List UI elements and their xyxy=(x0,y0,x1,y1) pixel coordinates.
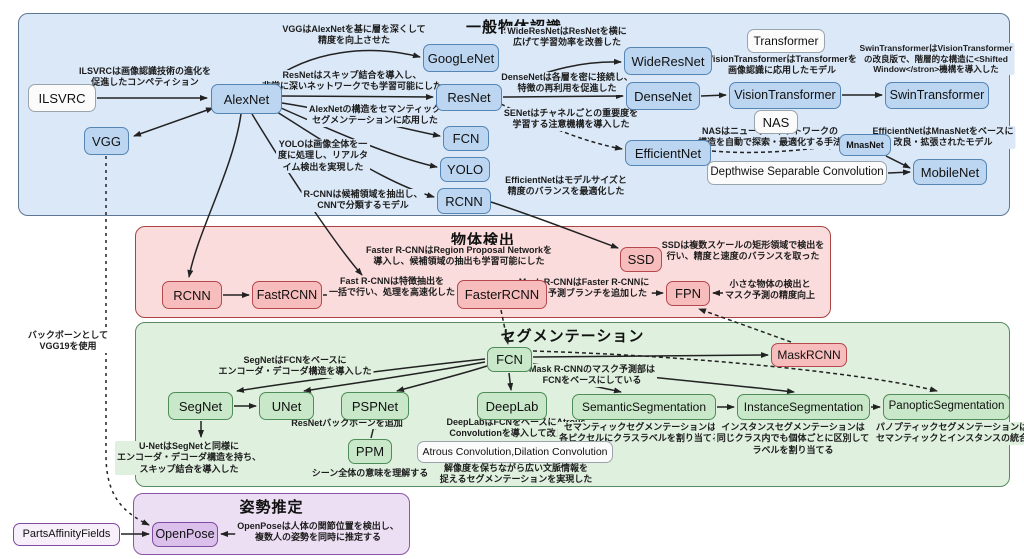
node-openpose: OpenPose xyxy=(152,522,218,547)
edge-label-ilsvrc-desc: ILSVRCは画像認識技術の進化を 促進したコンペティション xyxy=(76,66,214,89)
edge-label-openpose-desc: OpenPoseは人体の関節位置を検出し、 複数人の姿勢を同時に推定する xyxy=(235,521,401,544)
node-vgg: VGG xyxy=(84,127,129,155)
edge-label-pspnet-backbone-desc: ResNetバックボーンを追加 xyxy=(289,418,405,430)
edge-label-swin-desc: SwinTransformerはVisionTransformer の改良版で、… xyxy=(857,43,1015,75)
node-fastrcnn: FastRCNN xyxy=(252,281,322,309)
node-rcnn-det: RCNN xyxy=(162,281,222,309)
edge-label-senet-desc: SENetはチャネルごとの重要度を 学習する注意機構を導入した xyxy=(501,108,641,131)
node-ppm: PPM xyxy=(348,439,392,464)
edge-label-densenet-desc: DenseNetは各層を密に接続し、 特徴の再利用を促進した xyxy=(499,72,635,95)
node-partsaffinityfields: PartsAffinityFields xyxy=(13,523,120,546)
edge-label-atrous-desc: 解像度を保ちながら広い文脈情報を 捉えるセグメンテーションを実現した xyxy=(437,463,595,486)
node-fcn-seg: FCN xyxy=(487,347,532,372)
edge-label-yolo-desc: YOLOは画像全体を一 度に処理し、リアルタ イム検出を実現した xyxy=(276,139,370,173)
node-ssd: SSD xyxy=(620,247,662,272)
edge-label-semseg-desc: セマンティックセグメンテーションは 各ピクセルにクラスラベルを割り当てる xyxy=(557,422,723,445)
edge-label-panoptic-desc: パノプティックセグメンテーションは セマンティックとインスタンスの統合 xyxy=(873,422,1024,445)
edge-label-fastrcnn-desc: Fast R-CNNは特徴抽出を 一括で行い、処理を高速化した xyxy=(326,276,458,299)
edge-label-instseg-desc: インスタンスセグメンテーションは 同じクラス内でも個体ごとに区別して ラベルを割… xyxy=(714,422,872,456)
node-densenet: DenseNet xyxy=(626,82,700,110)
edge-label-segnet-desc: SegNetはFCNをベースに エンコーダ・デコーダ構造を導入した xyxy=(216,355,374,378)
node-instancesegmentation: InstanceSegmentation xyxy=(737,394,870,420)
node-googlenet: GoogLeNet xyxy=(423,44,499,72)
node-fcn-top: FCN xyxy=(443,126,489,151)
node-pspnet: PSPNet xyxy=(341,392,409,420)
node-unet: UNet xyxy=(259,392,314,420)
node-deeplab: DeepLab xyxy=(477,392,547,420)
edge-label-rcnn-desc: R-CNNは候補領域を抽出し、 CNNで分類するモデル xyxy=(301,189,425,212)
edge-label-resnet-desc: ResNetはスキップ結合を導入し、 非常に深いネットワークでも学習可能にした xyxy=(259,70,445,93)
edge-label-vgg-desc: VGGはAlexNetを基に層を深くして 精度を向上させた xyxy=(280,24,428,47)
edge-label-fasterrcnn-desc: Faster R-CNNはRegion Proposal Networkを 導入… xyxy=(363,245,555,268)
node-maskrcnn: MaskRCNN xyxy=(771,343,847,367)
node-wideresnet: WideResNet xyxy=(624,47,712,75)
edge-label-wideresnet-desc: WideResNetはResNetを横に 広げて学習効率を改善した xyxy=(505,26,629,49)
node-alexnet: AlexNet xyxy=(211,84,282,114)
section-title-segmentation: セグメンテーション xyxy=(500,328,645,345)
node-yolo: YOLO xyxy=(440,157,490,182)
section-title-pose: 姿勢推定 xyxy=(239,499,304,516)
node-mobilenet: MobileNet xyxy=(913,159,987,185)
node-efficientnet: EfficientNet xyxy=(625,140,711,166)
edge-label-vgg19-backbone-desc: バックボーンとして VGG19を使用 xyxy=(25,330,111,353)
edge-label-fcn-desc: AlexNetの構造をセマンティック セグメンテーションに応用した xyxy=(307,104,443,127)
node-swintransformer: SwinTransformer xyxy=(885,82,989,109)
node-resnet: ResNet xyxy=(436,84,502,111)
node-transformer: Transformer xyxy=(747,29,825,53)
edge-label-maskrcnn-fcn-desc: Mask R-CNNのマスク予測部は FCNをベースにしている xyxy=(526,364,658,387)
edge-label-ssd-desc: SSDは複数スケールの矩形領域で検出を 行い、精度と速度のバランスを取った xyxy=(659,240,827,263)
node-nas: NAS xyxy=(754,110,798,134)
node-visiontransformer: VisionTransformer xyxy=(729,82,841,109)
node-rcnn-top: RCNN xyxy=(437,188,491,214)
edge-label-mnasnet-desc: EfficientNetはMnasNetをベースに 改良・拡張されたモデル xyxy=(870,126,1016,149)
node-dwsc: Depthwise Separable Convolution xyxy=(707,161,887,185)
node-semanticsegmentation: SemanticSegmentation xyxy=(572,394,716,420)
node-mnasnet: MnasNet xyxy=(839,134,891,156)
node-fasterrcnn: FasterRCNN xyxy=(457,280,547,309)
node-atrous: Atrous Convolution,Dilation Convolution xyxy=(417,441,613,463)
edge-label-vit-desc: VisionTransformerはTransformerを 画像認識に応用した… xyxy=(705,54,859,77)
edge-label-fpn-desc: 小さな物体の検出と マスク予測の精度向上 xyxy=(722,279,818,302)
node-panopticsegmentation: PanopticSegmentation xyxy=(883,394,1010,420)
edge-label-unet-desc: U-NetはSegNetと同様に エンコーダ・デコーダ構造を持ち、 スキップ結合… xyxy=(114,441,264,475)
edge-label-efficientnet-desc: EfficientNetはモデルサイズと 精度のバランスを最適化した xyxy=(503,175,629,198)
node-ilsvrc: ILSVRC xyxy=(28,84,96,112)
node-segnet: SegNet xyxy=(168,392,233,420)
edge-label-ppm-desc: シーン全体の意味を理解する xyxy=(309,468,431,480)
node-fpn: FPN xyxy=(666,281,710,306)
edge-label-deeplab-desc: DeepLabはFCNをベースにAtrous Convolutionを導入して改… xyxy=(444,417,588,440)
